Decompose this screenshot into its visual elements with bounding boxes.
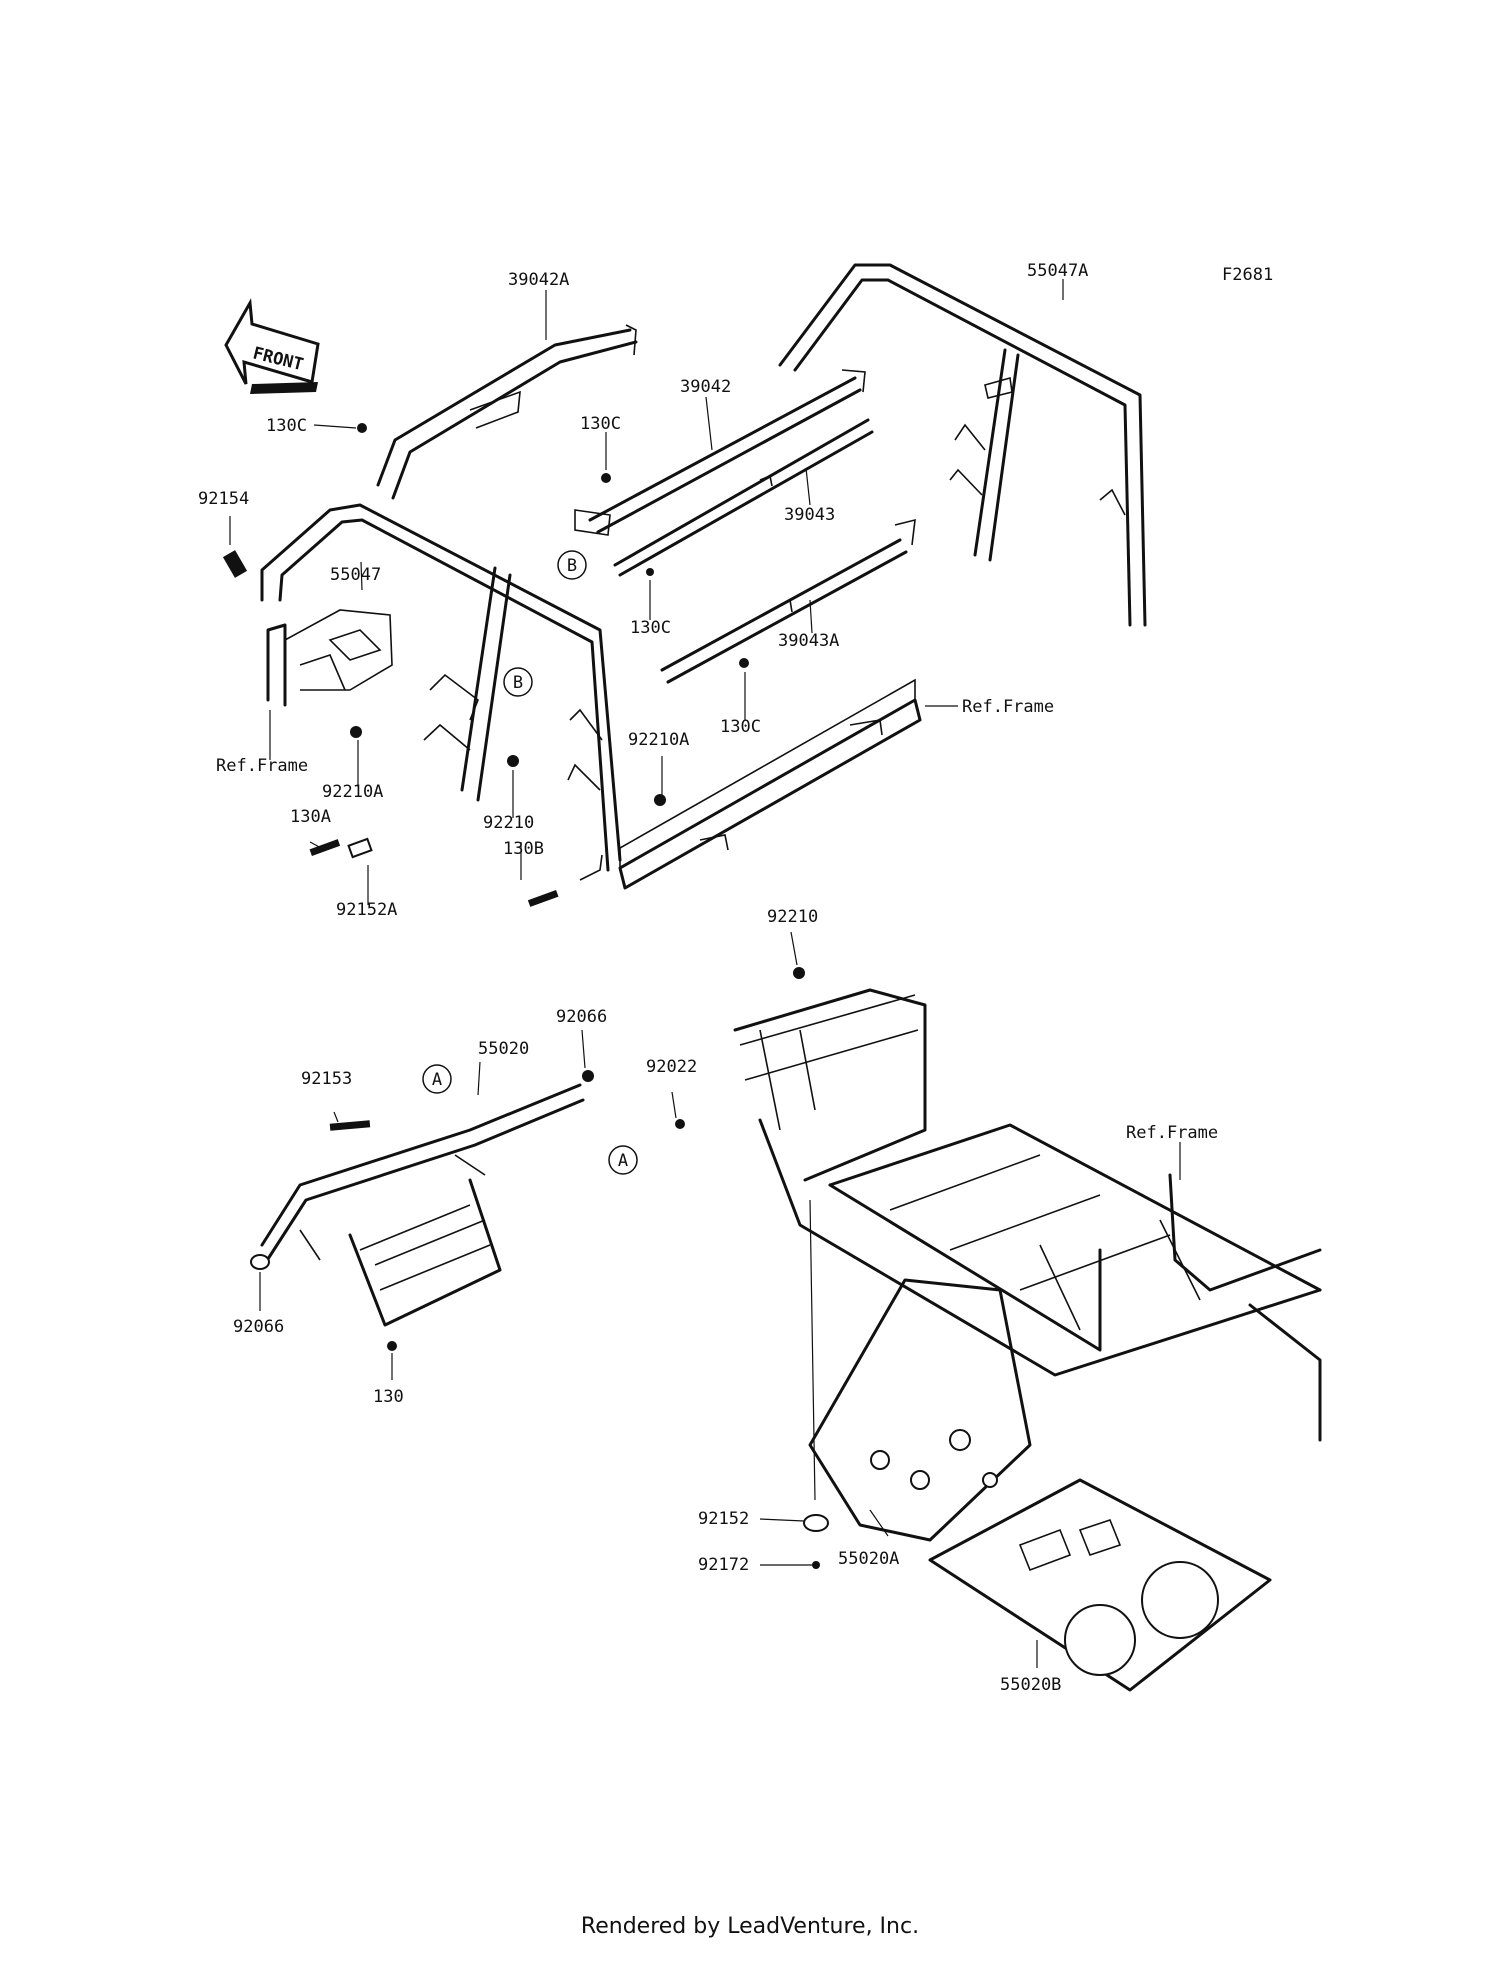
main-chassis-frame — [733, 988, 1322, 1442]
label-92066-1: 92066 — [556, 1007, 607, 1027]
callout-B-lower: B — [503, 667, 533, 697]
label-92172: 92172 — [698, 1555, 749, 1575]
callout-A-lower: A — [608, 1145, 638, 1175]
footer-credit: Rendered by LeadVenture, Inc. — [580, 1914, 920, 1939]
part-39042-bar — [574, 369, 866, 536]
part-labels: 39042A 39042 39043 39043A 55047A 55047 1… — [198, 261, 1218, 1695]
svg-text:A: A — [618, 1151, 628, 1171]
label-92152A: 92152A — [336, 900, 397, 920]
svg-text:B: B — [513, 673, 523, 693]
label-92022: 92022 — [646, 1057, 697, 1077]
label-130C-3: 130C — [630, 618, 671, 638]
part-39042A-bar — [376, 324, 638, 500]
label-130: 130 — [373, 1387, 404, 1407]
label-130A: 130A — [290, 807, 331, 827]
label-55020: 55020 — [478, 1039, 529, 1059]
callout-A-upper: A — [422, 1064, 452, 1094]
label-55020B: 55020B — [1000, 1675, 1061, 1695]
label-92153: 92153 — [301, 1069, 352, 1089]
front-mount-bracket — [266, 609, 393, 707]
label-39043: 39043 — [784, 505, 835, 525]
front-arrow-icon: FRONT — [224, 298, 320, 394]
figure-code: F2681 — [1222, 265, 1273, 285]
part-55020B-skid-plate — [928, 1478, 1272, 1692]
label-130B: 130B — [503, 839, 544, 859]
label-39043A: 39043A — [778, 631, 839, 651]
label-130C-1: 130C — [266, 416, 307, 436]
label-92210A-1: 92210A — [322, 782, 383, 802]
part-55047A-rear-cage — [778, 263, 1147, 627]
svg-text:B: B — [567, 556, 577, 576]
part-55020-bumper — [250, 1083, 585, 1327]
label-39042: 39042 — [680, 377, 731, 397]
part-39043-bar — [613, 418, 874, 577]
label-130C-2: 130C — [580, 414, 621, 434]
label-55047: 55047 — [330, 565, 381, 585]
label-39042A: 39042A — [508, 270, 569, 290]
callout-B-upper: B — [557, 550, 587, 580]
label-55047A: 55047A — [1027, 261, 1088, 281]
lower-fastener-markers — [329, 967, 829, 1569]
label-92066-2: 92066 — [233, 1317, 284, 1337]
label-92154: 92154 — [198, 489, 249, 509]
label-92210-1: 92210 — [483, 813, 534, 833]
label-ref-frame-3: Ref.Frame — [1126, 1123, 1218, 1143]
label-ref-frame-2: Ref.Frame — [962, 697, 1054, 717]
leader-lines — [229, 279, 1181, 1668]
part-55020A-skid-plate — [808, 1278, 1032, 1542]
label-130C-4: 130C — [720, 717, 761, 737]
label-92210A-2: 92210A — [628, 730, 689, 750]
label-92152: 92152 — [698, 1509, 749, 1529]
label-ref-frame-1: Ref.Frame — [216, 756, 308, 776]
fastener-markers — [222, 423, 749, 907]
rear-lower-rail — [618, 678, 922, 890]
part-55047-front-cage — [260, 503, 622, 881]
part-39043A-bar — [660, 518, 916, 684]
svg-text:A: A — [432, 1070, 442, 1090]
label-55020A: 55020A — [838, 1549, 899, 1569]
label-92210-2: 92210 — [767, 907, 818, 927]
